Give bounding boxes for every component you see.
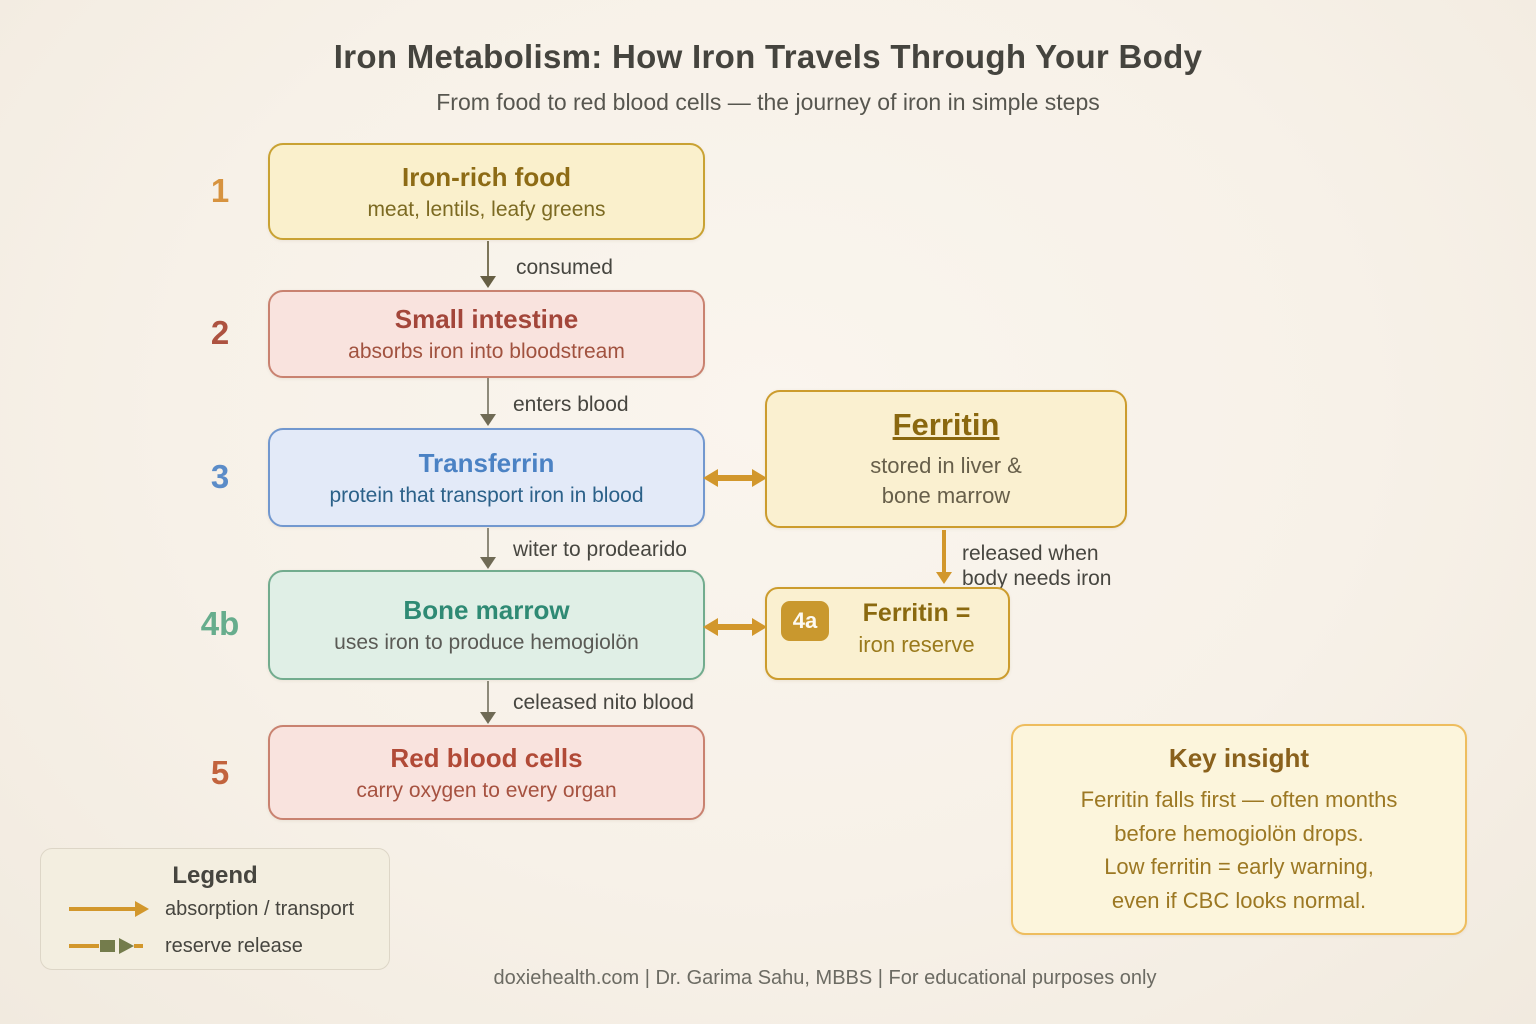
legend-item-absorption-label: absorption / transport bbox=[165, 897, 354, 920]
arrow-label-ferritin-release-line1: released when bbox=[962, 542, 1099, 565]
key-insight-line3: Low ferritin = early warning, bbox=[1104, 854, 1374, 879]
arrow-label-ferritin-release-line2: body needs iron bbox=[962, 567, 1112, 590]
box-ferritin: Ferritin stored in liver & bone marrow bbox=[765, 390, 1127, 528]
box-red-blood-cells-subtitle: carry oxygen to every organ bbox=[356, 778, 617, 802]
legend-title: Legend bbox=[172, 862, 258, 889]
box-ferritin-subtitle: stored in liver & bone marrow bbox=[870, 451, 1022, 511]
legend-item-reserve-release-label: reserve release bbox=[165, 934, 303, 957]
page-subtitle: From food to red blood cells — the journ… bbox=[436, 89, 1100, 115]
box-iron-rich-food: Iron-rich food meat, lentils, leafy gree… bbox=[268, 143, 705, 240]
reserve-release-arrow-icon bbox=[69, 938, 151, 954]
box-bone-marrow-subtitle: uses iron to produce hemogiolön bbox=[334, 631, 639, 654]
step-badge-4a: 4a bbox=[781, 601, 829, 641]
key-insight-line4: even if CBC looks normal. bbox=[1111, 887, 1367, 913]
key-insight-title: Key insight bbox=[1168, 743, 1310, 773]
box-red-blood-cells: Red blood cells carry oxygen to every or… bbox=[268, 725, 705, 820]
box-transferrin: Transferrin protein that transport iron … bbox=[268, 428, 705, 527]
key-insight-line1: Ferritin falls first — often months bbox=[1080, 787, 1398, 812]
legend-item-reserve-release: reserve release bbox=[69, 934, 303, 957]
step-number-4b: 4b bbox=[200, 605, 240, 642]
down-arrow-icon-to-blood bbox=[480, 681, 496, 724]
step-number-5: 5 bbox=[210, 754, 230, 791]
down-arrow-icon-enters-blood bbox=[480, 378, 496, 426]
key-insight-body: Ferritin falls first — often months befo… bbox=[1013, 783, 1465, 917]
absorption-arrow-icon bbox=[69, 901, 151, 917]
box-small-intestine-title: Small intestine bbox=[394, 304, 579, 334]
box-small-intestine: Small intestine absorbs iron into bloods… bbox=[268, 290, 705, 378]
box-transferrin-title: Transferrin bbox=[418, 447, 555, 478]
box-ferritin-reserve-text: Ferritin = iron reserve bbox=[833, 599, 1000, 658]
step-number-2: 2 bbox=[210, 314, 230, 351]
arrow-label-consumed: consumed bbox=[516, 256, 613, 279]
footer-credit: doxiehealth.com | Dr. Garima Sahu, MBBS … bbox=[493, 967, 1157, 989]
down-arrow-icon-to-bone-marrow bbox=[480, 528, 496, 569]
arrow-label-to-blood: celeased nito blood bbox=[513, 691, 694, 714]
step-number-3: 3 bbox=[210, 458, 230, 495]
box-transferrin-subtitle: protein that transport iron in blood bbox=[329, 483, 644, 507]
step-number-1: 1 bbox=[210, 172, 230, 209]
double-arrow-icon-bonemarrow-reserve bbox=[703, 618, 767, 636]
box-ferritin-title: Ferritin bbox=[892, 407, 1000, 442]
box-ferritin-reserve-subtitle: iron reserve bbox=[858, 632, 975, 657]
box-red-blood-cells-title: Red blood cells bbox=[390, 742, 583, 773]
box-ferritin-reserve: 4a Ferritin = iron reserve bbox=[765, 587, 1010, 680]
arrow-label-to-bone-marrow: witer to prodearido bbox=[513, 538, 687, 561]
key-insight-box: Key insight Ferritin falls first — often… bbox=[1011, 724, 1467, 935]
page-title: Iron Metabolism: How Iron Travels Throug… bbox=[333, 38, 1203, 75]
box-small-intestine-subtitle: absorbs iron into bloodstream bbox=[348, 340, 625, 363]
down-arrow-icon-ferritin-release bbox=[936, 530, 952, 584]
arrow-label-enters-blood: enters blood bbox=[513, 393, 629, 416]
box-ferritin-subtitle-line2: bone marrow bbox=[881, 483, 1011, 508]
box-bone-marrow: Bone marrow uses iron to produce hemogio… bbox=[268, 570, 705, 680]
box-ferritin-reserve-title: Ferritin = bbox=[862, 599, 971, 627]
box-bone-marrow-title: Bone marrow bbox=[403, 595, 570, 625]
box-iron-rich-food-title: Iron-rich food bbox=[402, 161, 571, 192]
key-insight-line2: before hemogiolön drops. bbox=[1114, 820, 1364, 846]
down-arrow-icon-consumed bbox=[480, 241, 496, 288]
legend-box: Legend absorption / transport reserve re… bbox=[40, 848, 390, 970]
double-arrow-icon-transferrin-ferritin bbox=[703, 469, 767, 487]
legend-item-absorption: absorption / transport bbox=[69, 897, 354, 920]
arrow-label-ferritin-release: released when body needs iron bbox=[962, 541, 1111, 591]
box-iron-rich-food-subtitle: meat, lentils, leafy greens bbox=[367, 197, 606, 221]
box-ferritin-subtitle-line1: stored in liver & bbox=[870, 453, 1022, 478]
